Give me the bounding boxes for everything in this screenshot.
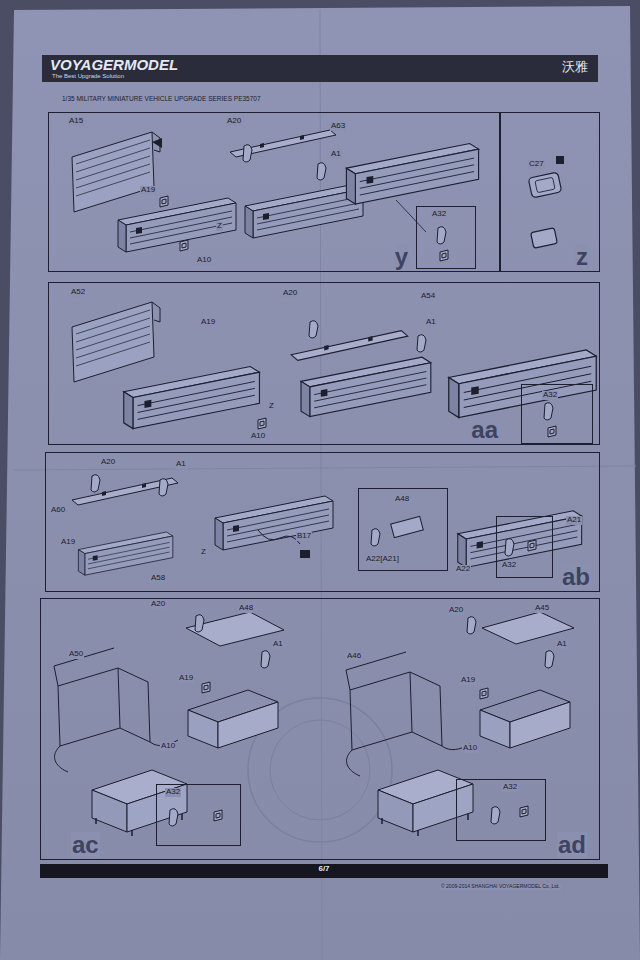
part-number: A19 [460,676,476,685]
part-number: A54 [420,292,436,301]
detail-inset: A32 [456,779,546,841]
step-panel: A32 y [48,112,500,272]
part-number: A15 [68,117,84,126]
part-number: Z [268,402,275,411]
part-number: A19 [178,674,194,683]
part-number: A48 [238,604,254,613]
part-number: A1 [425,318,437,327]
part-number: A10 [160,742,176,751]
part-number: A32 [501,561,517,570]
step-letter: ad [557,832,587,858]
part-number: A32 [502,783,518,792]
part-number: A46 [346,652,362,661]
step-letter: aa [470,417,499,443]
part-number: A21 [566,516,582,525]
part-number: A63 [330,122,346,131]
part-number: B17 [296,532,312,541]
detail-inset: A48A22[A21] [358,488,448,571]
part-number: A58 [150,574,166,583]
detail-inset: A32 [156,784,241,846]
part-number: A48 [394,495,410,504]
part-number: A32 [431,210,447,219]
part-number: A22 [455,565,471,574]
header-band: VOYAGERMODELThe Best Upgrade Solution 沃雅 [42,55,598,82]
step-panel: A32A32acad [40,598,600,860]
part-number: A60 [50,506,66,515]
step-panel: A32 aa [48,282,600,445]
copyright-note: © 2009-2014 SHANGHAI VOYAGERMODEL Co.,Lt… [440,884,561,890]
part-number: C27 [528,160,545,169]
part-number: A10 [462,744,478,753]
series-title: 1/35 MILITARY MINIATURE VEHICLE UPGRADE … [62,95,261,102]
part-number: A50 [68,650,84,659]
brand-name: VOYAGERMODEL [50,57,178,74]
step-panel: A48A22[A21] A32 ab [45,452,600,592]
part-number: A20 [226,117,242,126]
step-letter: y [394,244,409,270]
part-number: Z [216,222,223,231]
part-number: A1 [556,640,568,649]
brand-chinese: 沃雅 [562,60,588,74]
part-number: A32 [542,391,558,400]
step-panel: z [500,112,600,272]
part-number: A19 [200,318,216,327]
part-number: A20 [100,458,116,467]
part-number: A32 [165,788,181,797]
part-number: A10 [250,432,266,441]
step-letter: z [575,244,589,270]
part-number: A45 [534,604,550,613]
part-number: Z [200,548,207,557]
part-number: A20 [282,289,298,298]
part-number: A20 [150,600,166,609]
part-number: A1 [330,150,342,159]
page-number: 6/7 [40,865,608,874]
footer-band: 6/7 [40,864,608,878]
step-letter: ab [561,564,591,590]
part-number: A1 [272,640,284,649]
brand-slogan: The Best Upgrade Solution [52,73,124,80]
part-number: A20 [448,606,464,615]
part-number: A1 [175,460,187,469]
detail-inset: A32 [496,516,553,578]
part-number: A10 [196,256,212,265]
part-number: A22[A21] [365,555,400,564]
step-letter: ac [71,832,100,858]
part-number: A52 [70,288,86,297]
detail-inset: A32 [416,206,476,269]
part-number: A19 [140,186,156,195]
part-number: A19 [60,538,76,547]
detail-inset: A32 [521,384,593,444]
